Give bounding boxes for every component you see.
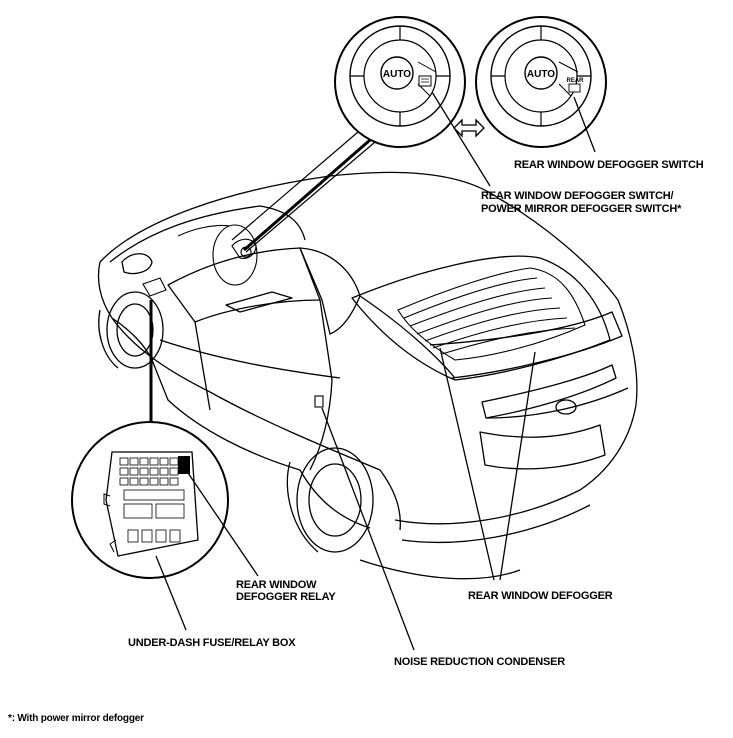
label-combo-switch-line1: REAR WINDOW DEFOGGER SWITCH/: [481, 190, 674, 202]
fuse-box-location: [142, 277, 167, 297]
rear-defogger-icon: [568, 83, 581, 93]
switch-inset-rear: AUTO REAR: [475, 16, 607, 148]
dashboard-switch-location: [177, 224, 258, 286]
switch-a-auto-text: AUTO: [383, 69, 411, 80]
label-fuse-box: UNDER-DASH FUSE/RELAY BOX: [128, 637, 296, 649]
label-noise-condenser: NOISE REDUCTION CONDENSER: [394, 656, 566, 668]
defogger-button-icon: [418, 75, 432, 87]
switch-inset-combo: AUTO: [334, 16, 466, 148]
switch-b-rear-text: REAR: [566, 78, 584, 84]
label-relay-line1: REAR WINDOW: [236, 579, 317, 591]
defogger-relay: [178, 456, 190, 474]
noise-condenser-location: [314, 395, 324, 408]
alternate-arrow-icon: [453, 118, 485, 138]
callout-leaders: [155, 91, 596, 651]
label-relay-line2: DEFOGGER RELAY: [236, 591, 336, 603]
car-illustration: [97, 171, 638, 580]
switch-b-auto-text: AUTO: [527, 69, 555, 80]
inset-leader-line: [231, 131, 376, 253]
label-rear-defogger: REAR WINDOW DEFOGGER: [468, 590, 613, 602]
label-rear-defogger-switch: REAR WINDOW DEFOGGER SWITCH: [514, 159, 704, 171]
footnote: *: With power mirror defogger: [8, 713, 144, 724]
rear-window-defogger-grid: [397, 267, 586, 361]
fuse-box-inset: [71, 421, 229, 579]
label-combo-switch-line2: POWER MIRROR DEFOGGER SWITCH*: [481, 203, 682, 215]
